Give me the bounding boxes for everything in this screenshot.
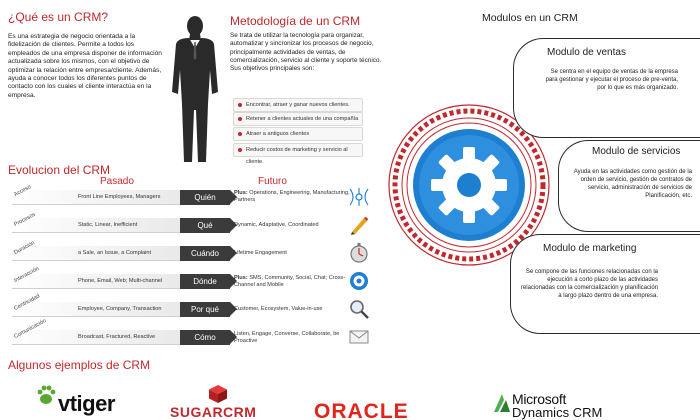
past-value: Phone, Email, Web; Multi-channel (12, 274, 180, 289)
future-heading: Futuro (258, 176, 287, 187)
envelope-icon (349, 330, 369, 344)
methodology-text: Se trata de utilizar la tecnología para … (230, 32, 382, 73)
pencil-icon (351, 217, 368, 235)
objective-bullet: Atraer a antiguos clientes (233, 127, 363, 141)
services-module-text: Ayuda en las actividades como gestión de… (573, 169, 692, 199)
row-key: Qué (180, 218, 237, 233)
row-key: Quién (180, 190, 237, 205)
examples-title: Algunos ejemplos de CRM (8, 358, 151, 372)
future-value: Dynamic, Adaptative, Coordinated (234, 222, 319, 228)
future-value: Lifetime Engagement (234, 250, 287, 256)
methodology-title: Metodología de un CRM (230, 14, 361, 28)
magnifier-icon (350, 300, 369, 319)
gear-wheel-graphic (388, 104, 550, 266)
services-module-card (558, 140, 700, 232)
row-key: Por qué (180, 302, 237, 317)
modules-title: Modulos en un CRM (482, 12, 578, 24)
objective-bullet: Reducir costos de marketing y servicio a… (233, 143, 363, 165)
stopwatch-icon (350, 243, 368, 263)
future-value: Customer, Ecosystem, Value-in-use (234, 306, 323, 312)
sales-module-title: Modulo de ventas (547, 47, 626, 58)
future-value: Plus: SMS, Community, Social, Chat; Cros… (234, 275, 346, 288)
services-module-title: Modulo de servicios (592, 146, 681, 157)
objective-bullet: Retener a clientes actuales de una compa… (233, 112, 363, 126)
paw-icon (37, 385, 56, 404)
past-value: a Sale, an Issue, a Complaint (12, 246, 180, 261)
sales-module-text: Se centra en el equipo de ventas de la e… (545, 69, 678, 91)
past-heading: Pasado (100, 176, 134, 187)
past-value: Broadcast, Fractured, Reactive (12, 330, 180, 345)
row-key: Cuándo (180, 246, 237, 261)
cube-icon (209, 385, 227, 403)
marketing-module-text: Se compone de las funciones relacionadas… (520, 269, 658, 299)
marketing-module-card (510, 234, 700, 334)
oracle-logo: ORACLE (314, 400, 409, 420)
past-value: Static, Linear, Inefficient (12, 218, 180, 233)
microsoft-logo-text: Microsoft (512, 391, 567, 407)
dynamics-crm-logo-text: Dynamics CRM (512, 405, 603, 420)
businessman-icon (172, 16, 218, 162)
row-key: Dónde (180, 274, 237, 289)
row-key: Cómo (180, 330, 237, 345)
objective-bullet: Encontrar, atraer y ganar nuevos cliente… (233, 98, 363, 112)
gear-icon (350, 272, 368, 290)
dynamics-icon (494, 394, 510, 412)
network-icon (349, 188, 369, 206)
evolution-title: Evolucion del CRM (8, 163, 111, 177)
past-value: Employee, Company, Transaction (12, 302, 180, 317)
marketing-module-title: Modulo de marketing (543, 243, 637, 254)
crm-intro-title: ¿Qué es un CRM? (8, 10, 109, 24)
crm-intro-text: Es una estrategia de negocio orientada a… (8, 33, 162, 99)
sugarcrm-logo: SUGARCRM (170, 404, 257, 420)
sales-module-card (513, 38, 700, 138)
past-value: Front Line Employees, Managers (12, 190, 180, 205)
vtiger-logo: vtiger (58, 391, 115, 416)
future-value: Plus: Operations, Engineering, Manufactu… (234, 190, 350, 203)
future-value: Listen, Engage, Converse, Collaborate, b… (234, 331, 340, 344)
